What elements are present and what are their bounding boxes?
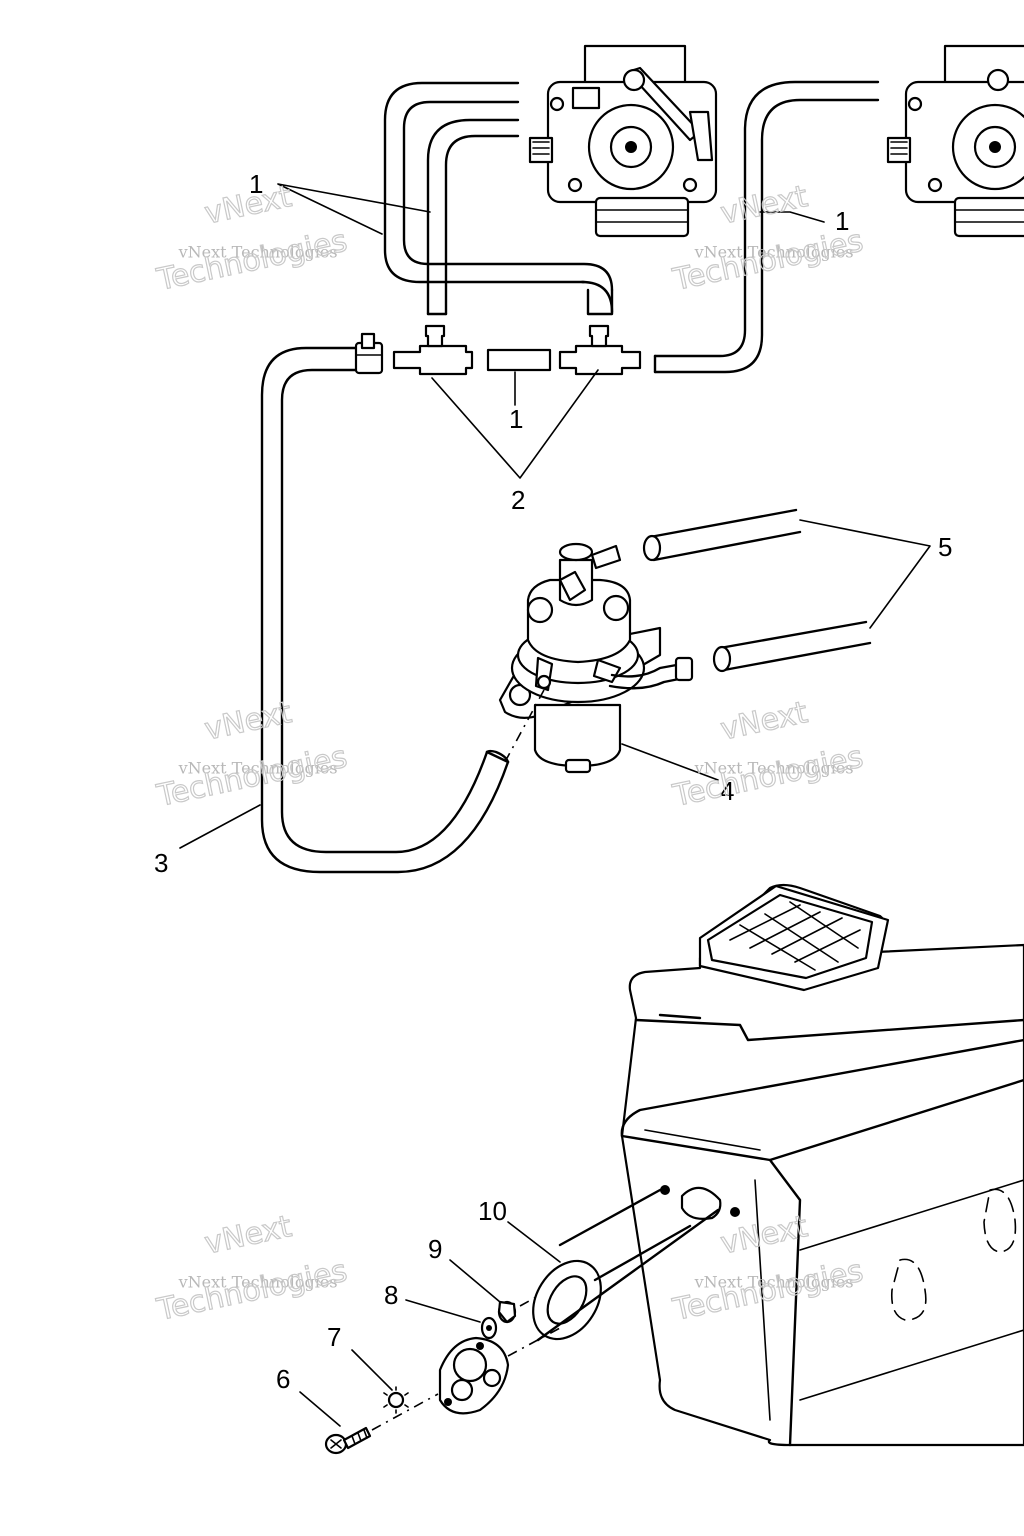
svg-text:vNext Technologies: vNext Technologies	[694, 1272, 854, 1291]
svg-text:vNext: vNext	[718, 179, 811, 232]
svg-text:vNext: vNext	[718, 695, 811, 748]
svg-text:Technologies: Technologies	[153, 740, 350, 815]
svg-text:vNext Technologies: vNext Technologies	[694, 758, 854, 777]
svg-text:vNext: vNext	[202, 1209, 295, 1262]
svg-text:vNext Technologies: vNext Technologies	[694, 242, 854, 261]
svg-text:vNext: vNext	[202, 179, 295, 232]
carburetor-right	[886, 44, 1024, 238]
watermark-1: vNext vNext Technologies Technologies	[153, 178, 351, 299]
svg-text:Technologies: Technologies	[153, 1254, 350, 1329]
watermark-4: vNext vNext Technologies Technologies	[669, 694, 867, 815]
mounting-screw	[324, 1426, 372, 1455]
svg-text:vNext Technologies: vNext Technologies	[178, 1272, 338, 1291]
leader-lines	[179, 183, 931, 1427]
star-lockwasher	[383, 1386, 409, 1414]
callout-10: 10	[478, 1196, 507, 1226]
callout-5: 5	[938, 532, 952, 562]
carburetor-left	[528, 44, 718, 238]
svg-text:Technologies: Technologies	[669, 740, 866, 815]
fuel-hose-short-center	[486, 348, 552, 372]
callout-3: 3	[154, 848, 168, 878]
fuel-hose-upper-right	[653, 80, 880, 374]
svg-text:vNext Technologies: vNext Technologies	[178, 758, 338, 777]
pickup-centerline	[371, 1295, 561, 1431]
svg-text:Technologies: Technologies	[669, 224, 866, 299]
tee-fitting-left	[392, 324, 474, 376]
pickup-spacer	[497, 1300, 517, 1324]
fuel-pickup-valve	[438, 1336, 510, 1415]
fuel-hose-pump-supply	[260, 346, 510, 874]
callout-9: 9	[428, 1234, 442, 1264]
callout-7: 7	[327, 1322, 341, 1352]
fuel-tank	[620, 883, 1024, 1447]
hose-clamp	[354, 332, 384, 375]
callout-1-center: 1	[509, 404, 523, 434]
callout-6: 6	[276, 1364, 290, 1394]
callout-2: 2	[511, 485, 525, 515]
callout-4: 4	[720, 776, 734, 806]
fuel-pump	[498, 542, 694, 774]
fuel-hose-upper-left-outer	[383, 81, 614, 316]
watermark-5: vNext vNext Technologies Technologies	[153, 1208, 351, 1329]
tee-fitting-right	[558, 324, 642, 376]
callout-1-upper-left: 1	[249, 169, 263, 199]
pickup-washer	[480, 1316, 498, 1340]
svg-text:Technologies: Technologies	[153, 224, 350, 299]
watermark-3: vNext vNext Technologies Technologies	[153, 694, 351, 815]
callout-1-upper-right: 1	[835, 206, 849, 236]
svg-text:vNext Technologies: vNext Technologies	[178, 242, 338, 261]
vent-hose-lower	[712, 620, 872, 673]
vent-hose-upper	[642, 508, 802, 562]
callout-8: 8	[384, 1280, 398, 1310]
tank-grommet	[532, 1188, 720, 1342]
fuel-hose-upper-left-inner	[426, 118, 520, 316]
